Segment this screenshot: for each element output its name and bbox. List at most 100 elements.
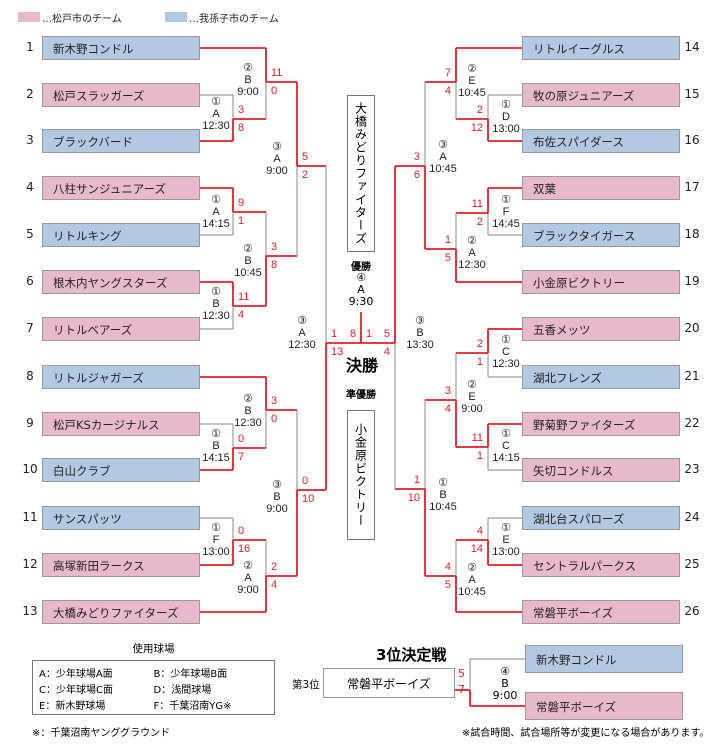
champion-label: 優勝 [351, 262, 371, 273]
venues-title: 使用球場 [132, 643, 175, 655]
match-round: ② [467, 63, 477, 75]
match-field: A [244, 572, 252, 584]
team-box[interactable]: 湖北台スパローズ [522, 506, 680, 530]
match-time: 12:30 [492, 358, 520, 370]
venue-a: A：少年球場A面 [39, 669, 113, 680]
team-number: 15 [684, 87, 700, 101]
score-top: 9 [238, 197, 244, 209]
third-score-top: 5 [458, 667, 465, 680]
score-top: 0 [302, 475, 308, 487]
score-bottom: 1 [238, 215, 244, 227]
score-bottom: 5 [445, 579, 451, 591]
score-top: 3 [414, 151, 420, 163]
team-box[interactable]: 矢切コンドルス [522, 458, 680, 482]
match-field: B [416, 327, 423, 339]
team-box[interactable]: 五香メッツ [522, 317, 680, 341]
team-number: 6 [26, 274, 34, 288]
score-top: 4 [445, 561, 451, 573]
score-top: 11 [472, 432, 483, 444]
team-number: 5 [26, 227, 34, 241]
final-score-champion: 8 [350, 328, 356, 340]
team-number: 12 [22, 557, 38, 571]
team-box[interactable]: ブラックタイガース [522, 223, 680, 247]
match-time: 12:30 [202, 120, 230, 132]
team-box[interactable]: 牧の原ジュニアーズ [522, 83, 680, 107]
final-match-info: ④ A 9:30 [340, 272, 382, 308]
match-round: ① [438, 477, 448, 489]
team-number: 19 [684, 274, 700, 288]
team-box[interactable]: 高塚新田ラークス [42, 553, 200, 577]
team-box[interactable]: 松戸KSカージナルス [42, 412, 200, 436]
score-top: 0 [238, 525, 244, 537]
team-box[interactable]: 双葉 [522, 176, 680, 200]
match-field: B [439, 489, 446, 501]
venue-c: C：少年球場C面 [39, 685, 113, 696]
match-field: B [244, 74, 251, 86]
venues-box: A：少年球場A面 B：少年球場B面 C：少年球場C面 D：浅間球場 E：新木野球… [32, 660, 275, 715]
team-box[interactable]: セントラルパークス [522, 553, 680, 577]
match-time: 10:45 [234, 267, 262, 279]
match-time: 12:30 [202, 310, 230, 322]
team-box[interactable]: 白山クラブ [42, 458, 200, 482]
match-round: ② [467, 235, 477, 247]
score-top: 5 [302, 151, 308, 163]
team-box[interactable]: 布佐スパイダース [522, 129, 680, 153]
team-box[interactable]: リトルキング [42, 223, 200, 247]
score-bottom: 4 [384, 346, 390, 358]
match-time: 9:00 [237, 584, 258, 596]
footnote-left: ※：千葉沼南ヤンググラウンド [32, 728, 171, 739]
team-box[interactable]: リトルジャガーズ [42, 365, 200, 389]
match-field: A [468, 247, 476, 259]
score-top: 4 [477, 525, 483, 537]
score-bottom: 6 [414, 169, 420, 181]
match-time: 12:30 [288, 339, 316, 351]
runnerup-label: 準優勝 [346, 390, 376, 401]
team-box[interactable]: 湖北フレンズ [522, 365, 680, 389]
team-number: 16 [684, 133, 700, 147]
match-field: B [244, 405, 251, 417]
final-field: A [357, 283, 365, 296]
team-box[interactable]: 八柱サンジュニアーズ [42, 176, 200, 200]
team-box[interactable]: 根木内ヤングスターズ [42, 270, 200, 294]
team-number: 7 [26, 321, 34, 335]
match-round: ① [211, 194, 221, 206]
match-field: E [502, 534, 509, 546]
match-time: 13:00 [202, 546, 230, 558]
matsudo-swatch [18, 12, 40, 22]
match-time: 9:00 [237, 86, 258, 98]
match-time: 10:45 [458, 586, 486, 598]
team-number: 11 [22, 510, 38, 524]
team-box[interactable]: 大橋みどりファイターズ [42, 600, 200, 624]
score-bottom: 16 [238, 543, 250, 555]
score-top: 1 [331, 328, 337, 340]
match-round: ② [467, 562, 477, 574]
legend-matsudo: …松戸市のチーム [42, 14, 122, 25]
score-top: 3 [271, 241, 277, 253]
match-round: ③ [415, 315, 425, 327]
match-field: F [213, 534, 220, 546]
third-round: ④ [500, 665, 510, 678]
match-field: A [273, 153, 281, 165]
team-box[interactable]: 常磐平ボーイズ [522, 600, 680, 624]
team-number: 24 [684, 510, 700, 524]
runnerup-box: 小金原ビクトリー [347, 410, 375, 540]
team-number: 4 [26, 180, 34, 194]
team-box[interactable]: ブラックバード [42, 129, 200, 153]
score-bottom: 4 [271, 579, 277, 591]
third-place-team-bottom[interactable]: 常磐平ボーイズ [525, 692, 683, 720]
third-place-team-top[interactable]: 新木野コンドル [525, 645, 683, 673]
score-top: 2 [477, 338, 483, 350]
team-box[interactable]: 小金原ビクトリー [522, 270, 680, 294]
team-box[interactable]: サンスパッツ [42, 506, 200, 530]
team-box[interactable]: リトルベアーズ [42, 317, 200, 341]
team-box[interactable]: 松戸スラッガーズ [42, 83, 200, 107]
match-field: A [212, 206, 220, 218]
score-bottom: 14 [471, 543, 483, 555]
team-box[interactable]: リトルイーグルス [522, 36, 680, 60]
team-box[interactable]: 野菊野ファイターズ [522, 412, 680, 436]
match-field: A [212, 108, 220, 120]
team-number: 25 [684, 557, 700, 571]
team-number: 18 [684, 227, 700, 241]
team-box[interactable]: 新木野コンドル [42, 36, 200, 60]
score-top: 0 [238, 433, 244, 445]
